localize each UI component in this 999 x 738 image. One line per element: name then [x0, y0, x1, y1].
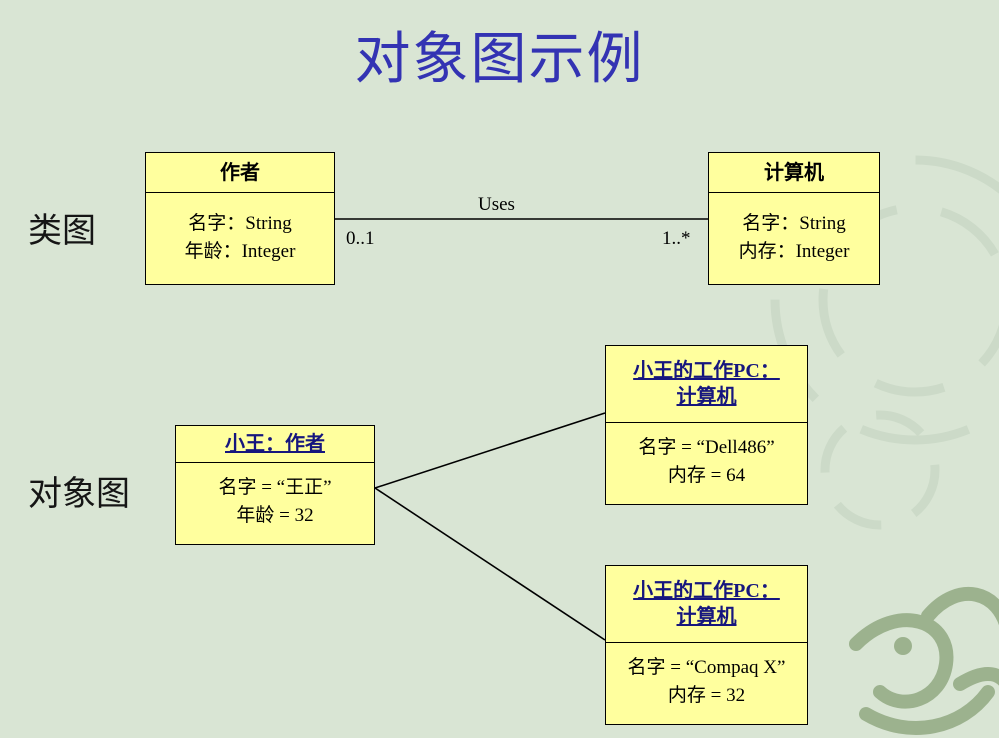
object-attribute: 内存 = 64 [667, 465, 746, 486]
object-box-pc2-header: 小王的工作PC： 计算机 [606, 566, 807, 643]
object-box-author-header: 小王：作者 [176, 426, 374, 463]
object-box-pc1: 小王的工作PC： 计算机 名字 = “Dell486” 内存 = 64 [605, 345, 808, 505]
slide-title: 对象图示例 [354, 29, 645, 91]
object-name-pc1-line1: 小王的工作PC： [633, 360, 780, 382]
multiplicity-right: 1..* [662, 228, 691, 249]
object-attribute: 名字 = “Compaq X” [627, 657, 786, 678]
class-box-computer-header: 计算机 [709, 153, 879, 193]
object-name-pc2-line2: 计算机 [676, 606, 737, 628]
class-attribute: 名字：String [188, 212, 292, 234]
class-box-computer-attributes: 名字：String 内存：Integer [709, 193, 879, 282]
class-attribute: 内存：Integer [738, 240, 850, 262]
object-name-author: 小王：作者 [225, 433, 325, 455]
class-box-author-attributes: 名字：String 年龄：Integer [146, 193, 334, 282]
ornament-circle-icon [820, 410, 940, 530]
object-box-author: 小王：作者 名字 = “王正” 年龄 = 32 [175, 425, 375, 545]
object-attribute: 年龄 = 32 [236, 505, 314, 526]
class-box-computer: 计算机 名字：String 内存：Integer [708, 152, 880, 285]
object-box-pc2: 小王的工作PC： 计算机 名字 = “Compaq X” 内存 = 32 [605, 565, 808, 725]
object-attribute: 内存 = 32 [667, 685, 746, 706]
object-box-author-attributes: 名字 = “王正” 年龄 = 32 [176, 463, 374, 541]
class-name-author: 作者 [220, 161, 260, 184]
association-label: Uses [478, 194, 515, 215]
multiplicity-left: 0..1 [346, 228, 375, 249]
object-attribute: 名字 = “王正” [218, 477, 332, 498]
class-box-author: 作者 名字：String 年龄：Integer [145, 152, 335, 285]
object-box-pc2-attributes: 名字 = “Compaq X” 内存 = 32 [606, 643, 807, 721]
object-box-pc1-attributes: 名字 = “Dell486” 内存 = 64 [606, 423, 807, 501]
class-attribute: 年龄：Integer [184, 240, 296, 262]
label-object-diagram: 对象图 [28, 476, 130, 513]
dragon-ornament-icon [849, 586, 999, 735]
class-name-computer: 计算机 [764, 161, 824, 184]
object-link-line-pc2 [374, 487, 606, 641]
object-name-pc1-line2: 计算机 [676, 386, 737, 408]
object-link-line-pc1 [374, 412, 606, 489]
dragon-eye-icon [894, 637, 912, 655]
label-class-diagram: 类图 [28, 213, 96, 250]
object-attribute: 名字 = “Dell486” [638, 437, 775, 458]
object-box-pc1-header: 小王的工作PC： 计算机 [606, 346, 807, 423]
object-name-pc2-line1: 小王的工作PC： [633, 580, 780, 602]
class-attribute: 名字：String [742, 212, 846, 234]
class-box-author-header: 作者 [146, 153, 334, 193]
